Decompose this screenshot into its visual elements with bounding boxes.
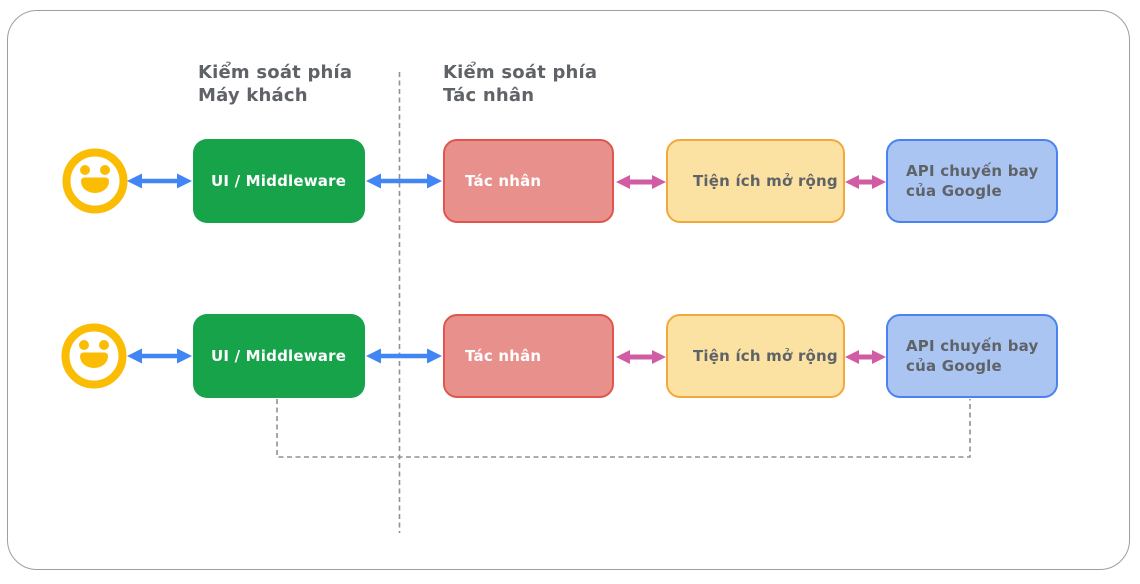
node-ui-middleware: UI / Middleware xyxy=(193,139,365,223)
header-agent-side-control: Kiểm soát phía Tác nhân xyxy=(443,62,598,106)
header-client-side-control: Kiểm soát phía Máy khách xyxy=(198,62,353,106)
node-extension: Tiện ích mở rộng xyxy=(666,139,845,223)
node-agent: Tác nhân xyxy=(443,314,614,398)
node-extension: Tiện ích mở rộng xyxy=(666,314,845,398)
node-ui-middleware: UI / Middleware xyxy=(193,314,365,398)
node-agent: Tác nhân xyxy=(443,139,614,223)
node-google-flights-api: API chuyến bay của Google xyxy=(886,139,1058,223)
outer-rounded-frame xyxy=(7,10,1130,570)
node-google-flights-api: API chuyến bay của Google xyxy=(886,314,1058,398)
